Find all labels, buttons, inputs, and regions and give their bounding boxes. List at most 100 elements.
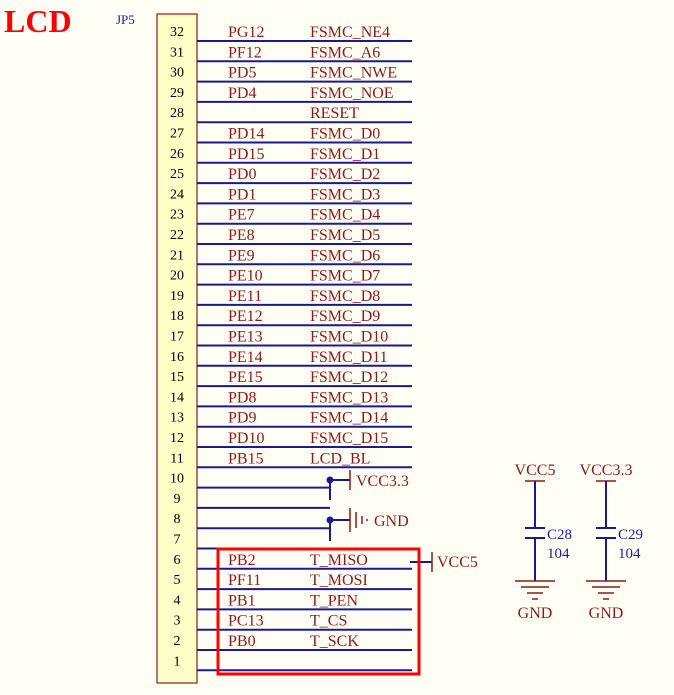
pin-port-label: PD0 xyxy=(228,166,256,183)
pin-row: 18 PE12 FSMC_D9 xyxy=(170,308,412,327)
pin-number: 21 xyxy=(170,248,184,263)
pin-port-label: PD14 xyxy=(228,126,264,143)
pin-row: 27 PD14 FSMC_D0 xyxy=(170,126,412,144)
pin-number: 11 xyxy=(170,451,183,466)
pin-signal-label: FSMC_D8 xyxy=(310,288,380,305)
pin-number: 18 xyxy=(170,309,184,324)
pin-row: 16 PE14 FSMC_D11 xyxy=(170,349,412,367)
pin-signal-label: FSMC_D9 xyxy=(310,308,380,325)
pin-number: 32 xyxy=(170,25,184,40)
pin-port-label: PD4 xyxy=(228,85,256,102)
pin-signal-label: FSMC_A6 xyxy=(310,44,380,61)
pin-row: 19 PE11 FSMC_D8 xyxy=(170,288,412,306)
pin-number: 9 xyxy=(174,492,181,507)
pin-port-label: PE12 xyxy=(228,308,263,325)
pin-port-label: PE13 xyxy=(228,329,263,346)
capacitor-ref: C28 xyxy=(547,527,572,543)
touch-signals-highlight xyxy=(216,547,421,676)
pin-signal-label: FSMC_D7 xyxy=(310,268,380,285)
pin-signal-label: LCD_BL xyxy=(310,450,370,467)
pin-port-label: PE10 xyxy=(228,268,263,285)
capacitor-ground-label: GND xyxy=(518,605,553,622)
capacitor-ref: C29 xyxy=(618,527,643,543)
pin-signal-label: FSMC_D13 xyxy=(310,389,388,406)
pin-signal-label: FSMC_D3 xyxy=(310,186,380,203)
pin-number: 15 xyxy=(170,370,184,385)
pin-number: 27 xyxy=(170,127,184,142)
pin-number: 17 xyxy=(170,330,184,345)
connector-body xyxy=(156,13,198,684)
pin-number: 24 xyxy=(170,187,184,202)
pin-signal-label: FSMC_D2 xyxy=(310,166,380,183)
pin-signal-label: FSMC_D15 xyxy=(310,430,388,447)
pin-number: 29 xyxy=(170,86,184,101)
pin-signal-label: T_SCK xyxy=(310,633,359,650)
pin-port-label: PD9 xyxy=(228,410,256,427)
pin-row: 17 PE13 FSMC_D10 xyxy=(170,329,412,347)
pin-signal-label: FSMC_D6 xyxy=(310,247,380,264)
pin-port-label: PE7 xyxy=(228,207,255,224)
capacitor-value: 104 xyxy=(618,546,641,562)
pin-signal-label: T_PEN xyxy=(310,592,358,609)
pin-signal-label: FSMC_D1 xyxy=(310,146,380,163)
pin-number: 3 xyxy=(174,614,181,629)
pin-number: 16 xyxy=(170,350,184,365)
pin-number: 2 xyxy=(174,634,181,649)
gnd-net: GND xyxy=(326,508,409,541)
pin-number: 10 xyxy=(170,472,184,487)
pin-signal-label: FSMC_D11 xyxy=(310,349,388,366)
pin-number: 7 xyxy=(174,533,181,548)
pin-signal-label: T_MISO xyxy=(310,552,368,569)
capacitor-supply-label: VCC3.3 xyxy=(580,462,633,479)
pin-number: 4 xyxy=(174,593,181,608)
pin-number: 26 xyxy=(170,147,184,162)
pin-port-label: PD10 xyxy=(228,430,264,447)
pin-signal-label: FSMC_D5 xyxy=(310,227,380,244)
pin-port-label: PB15 xyxy=(228,450,264,467)
pin-port-label: PE8 xyxy=(228,227,255,244)
pin-port-label: PE9 xyxy=(228,247,255,264)
pin-signal-label: FSMC_D12 xyxy=(310,369,388,386)
pin-port-label: PE14 xyxy=(228,349,263,366)
pin-row: 20 PE10 FSMC_D7 xyxy=(170,268,412,286)
pin-signal-label: T_CS xyxy=(310,613,347,630)
pin-port-label: PG12 xyxy=(228,24,264,41)
vcc5-label: VCC5 xyxy=(437,554,478,571)
pin-signal-label: FSMC_D0 xyxy=(310,126,380,143)
pin-signal-label: FSMC_D10 xyxy=(310,329,388,346)
pin-row: 8 xyxy=(174,512,330,530)
pin-port-label: PE11 xyxy=(228,288,262,305)
pin-number: 8 xyxy=(174,512,181,527)
pin-signal-label: FSMC_D4 xyxy=(310,207,380,224)
pin-row: 21 PE9 FSMC_D6 xyxy=(170,247,412,266)
pin-number: 6 xyxy=(174,553,181,568)
pin-number: 22 xyxy=(170,228,184,243)
schematic-title: LCD xyxy=(4,3,72,39)
vcc5-net: VCC5 xyxy=(410,552,478,572)
gnd-label: GND xyxy=(374,513,409,530)
connector-ref: JP5 xyxy=(116,12,135,27)
pin-number: 20 xyxy=(170,269,184,284)
pin-row: 9 xyxy=(174,492,330,509)
pin-number: 14 xyxy=(170,390,184,405)
pin-row: 10 xyxy=(170,472,330,489)
pin-number: 19 xyxy=(170,289,184,304)
pin-signal-label: FSMC_NE4 xyxy=(310,24,390,41)
pin-number: 28 xyxy=(170,106,184,121)
